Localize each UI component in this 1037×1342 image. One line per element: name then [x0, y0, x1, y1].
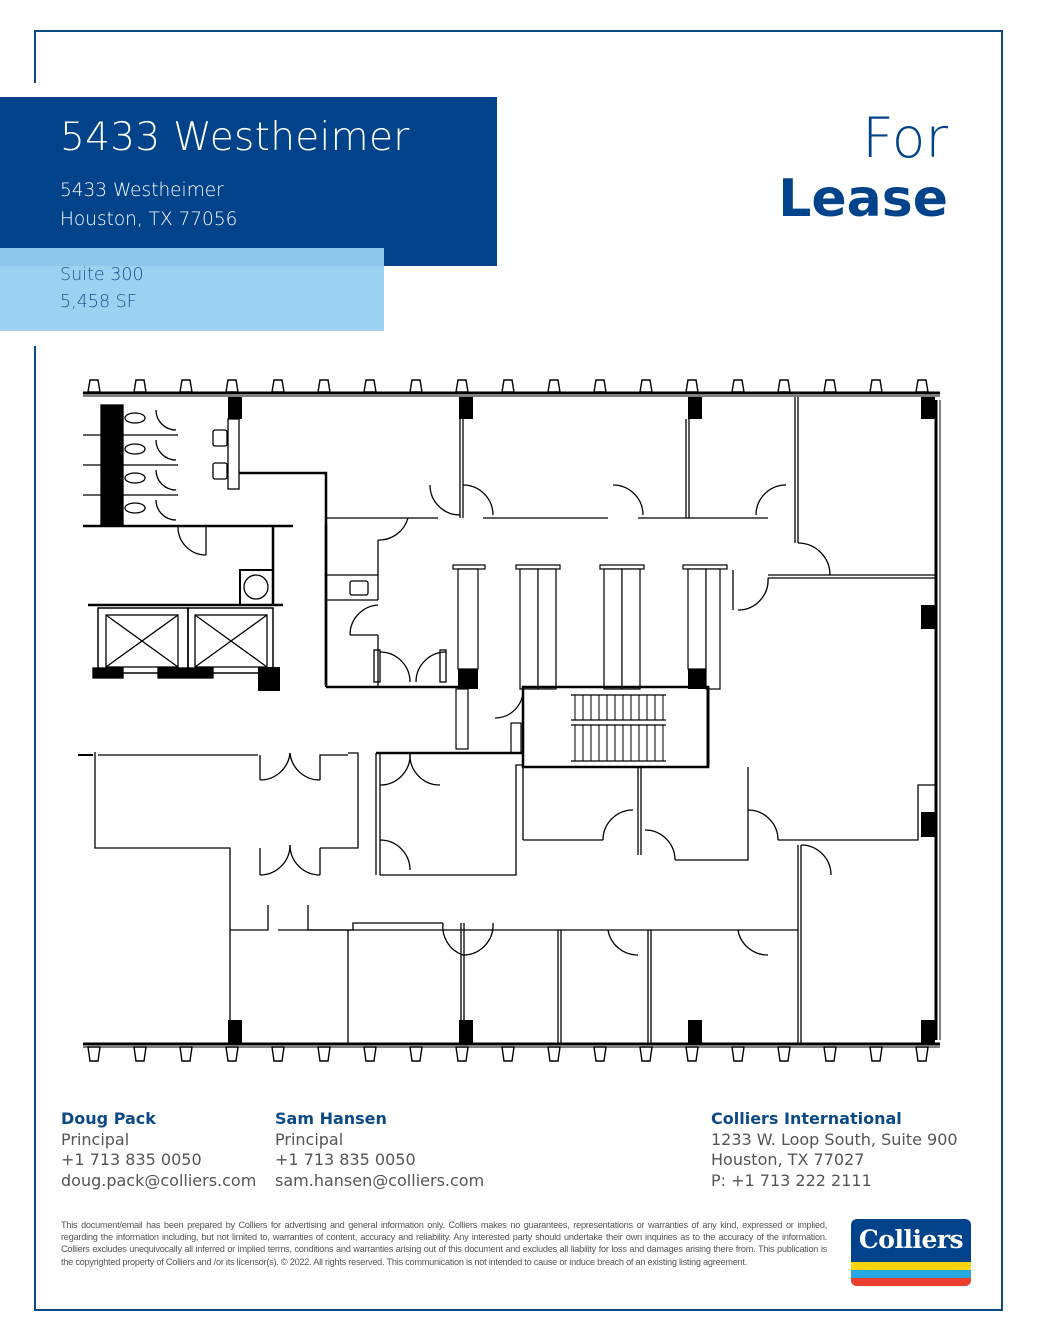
contact-doug-pack: Doug Pack Principal +1 713 835 0050 doug…: [61, 1109, 256, 1191]
logo-stripe-yellow: [851, 1262, 971, 1270]
suite-info-block: Suite 300 5,458 SF: [0, 248, 384, 331]
contact-title: Principal: [61, 1129, 130, 1149]
logo-wordmark: Colliers: [858, 1225, 964, 1254]
offices-north: [326, 397, 936, 611]
property-title-block: 5433 Westheimer 5433 Westheimer Houston,…: [0, 97, 497, 266]
contact-title: Principal: [275, 1129, 344, 1149]
logo-stripe-blue: [851, 1270, 971, 1278]
page-frame-left-lower: [34, 346, 36, 1311]
conference-room-west: [78, 752, 359, 1044]
contact-phone[interactable]: +1 713 835 0050: [275, 1150, 416, 1169]
restrooms: [83, 404, 328, 685]
status-for: For: [862, 106, 948, 170]
page-frame-right: [1001, 30, 1003, 1311]
exterior-walls: [83, 391, 941, 1048]
page-frame-left-upper: [34, 30, 36, 83]
property-name: 5433 Westheimer: [60, 115, 410, 160]
window-mullions-top: [87, 379, 929, 393]
property-address-line2: Houston, TX 77056: [60, 209, 238, 230]
contact-email[interactable]: doug.pack@colliers.com: [61, 1170, 257, 1190]
company-address-line1: 1233 W. Loop South, Suite 900: [711, 1129, 958, 1149]
company-address-line2: Houston, TX 77027: [711, 1150, 865, 1169]
contact-email[interactable]: sam.hansen@colliers.com: [275, 1170, 485, 1190]
offices-south: [230, 751, 936, 1044]
workstation-partitions: [452, 564, 728, 690]
page-frame-top: [34, 30, 1003, 32]
suite-band-overlap: [0, 248, 384, 266]
floor-plan-drawing: [78, 379, 941, 1062]
page-frame-bottom: [34, 1309, 1003, 1311]
company-info: Colliers International 1233 W. Loop Sout…: [711, 1109, 958, 1191]
colliers-logo: Colliers: [851, 1219, 971, 1286]
logo-stripe-red: [851, 1278, 971, 1286]
contact-phone[interactable]: +1 713 835 0050: [61, 1150, 202, 1169]
contact-sam-hansen: Sam Hansen Principal +1 713 835 0050 sam…: [275, 1109, 484, 1191]
kitchen-copy-room: [324, 517, 458, 689]
structural-columns: [228, 397, 935, 1044]
contact-name: Doug Pack: [61, 1109, 156, 1128]
company-name: Colliers International: [711, 1109, 902, 1128]
window-mullions-bottom: [87, 1046, 929, 1062]
suite-square-footage: 5,458 SF: [60, 292, 137, 312]
contact-name: Sam Hansen: [275, 1109, 387, 1128]
floor-plan: [78, 375, 948, 1070]
listing-status: For Lease: [778, 108, 948, 230]
status-lease: Lease: [778, 169, 948, 229]
stairwell: [455, 685, 710, 769]
legal-disclaimer: This document/email has been prepared by…: [61, 1220, 827, 1267]
property-address-line1: 5433 Westheimer: [60, 180, 224, 201]
suite-number: Suite 300: [60, 265, 144, 285]
elevator-core: [88, 525, 283, 679]
company-phone[interactable]: P: +1 713 222 2111: [711, 1170, 872, 1190]
